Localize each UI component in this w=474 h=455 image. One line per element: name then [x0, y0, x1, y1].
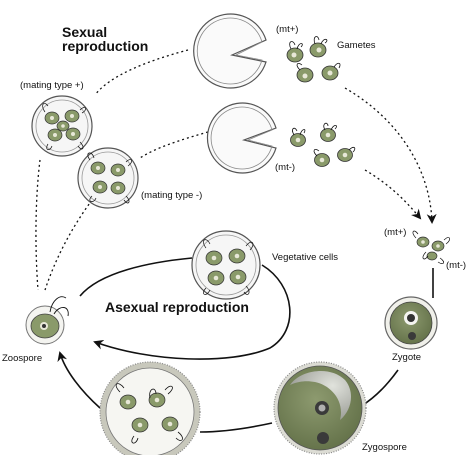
label-mt-plus-fusion: (mt+) — [384, 227, 407, 238]
label-mating-type-minus: (mating type -) — [141, 190, 203, 201]
zoospore-cell — [25, 296, 69, 345]
dotted-arrow-mt-plus-to-fusion — [344, 87, 437, 224]
label-zygote: Zygote — [392, 352, 422, 363]
dotted-path-to-mating-minus — [139, 131, 209, 159]
fusing-gametes — [412, 230, 450, 264]
asexual-title: Asexual reproduction — [105, 299, 249, 315]
solid-arrow-asexual-to-zoospore — [93, 264, 291, 360]
dotted-arrow-mt-minus-to-fusion — [364, 169, 422, 220]
label-mt-minus-gametes: (mt-) — [275, 162, 296, 173]
label-mt-plus-gametes: (mt+) — [276, 24, 299, 35]
zygospore-cell — [273, 361, 367, 455]
dotted-path-left-inner — [44, 199, 93, 291]
sexual-title-line1: Sexual — [62, 24, 108, 40]
label-mating-type-plus: (mating type +) — [20, 80, 84, 91]
label-mt-minus-fusion: (mt-) — [446, 260, 467, 271]
vegetative-cells-sporangium — [191, 230, 261, 300]
empty-sporangium-mt-minus — [206, 102, 277, 174]
sporangium-mating-plus — [31, 95, 93, 157]
gamete-cells-mt-minus — [290, 122, 356, 167]
solid-arrow-to-zoospore — [57, 351, 101, 409]
label-vegetative-cells: Vegetative cells — [272, 252, 339, 263]
solid-path-bottom-middle — [199, 422, 273, 433]
sporangium-mating-minus — [77, 147, 139, 209]
label-zygospore: Zygospore — [362, 442, 407, 453]
gamete-cells-mt-plus — [286, 36, 341, 83]
germinating-zygospore — [99, 361, 201, 455]
label-gametes: Gametes — [337, 40, 376, 51]
zygote-cell — [384, 296, 438, 350]
sexual-title-line2: reproduction — [62, 38, 149, 54]
label-zoospore: Zoospore — [2, 353, 43, 364]
empty-sporangium-mt-plus — [193, 13, 267, 89]
dotted-path-top-to-mating-plus — [94, 49, 189, 96]
solid-path-asexual-loop — [79, 257, 193, 297]
dotted-path-left-outer — [35, 159, 41, 291]
